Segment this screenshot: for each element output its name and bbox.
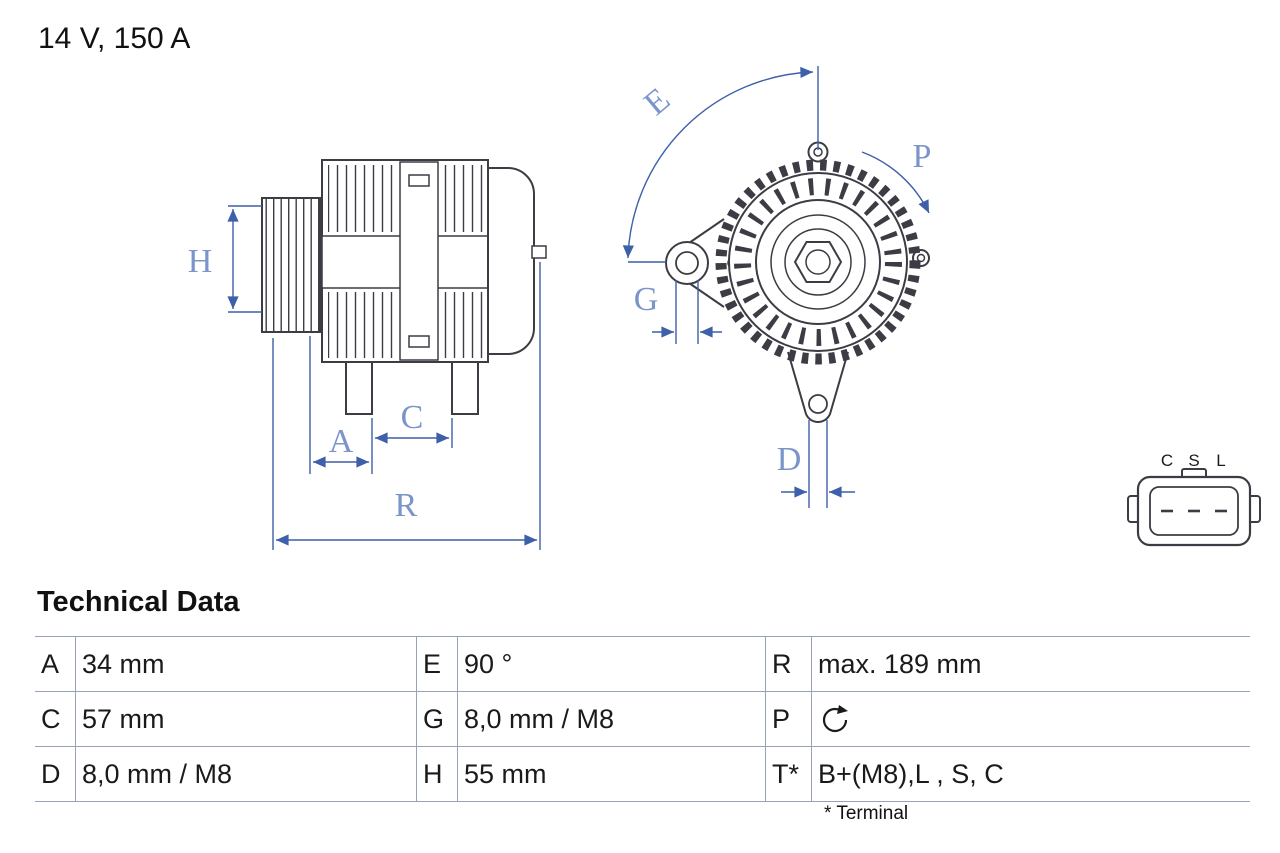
dim-label-e: E [637, 81, 677, 123]
table-value-t: B+(M8),L , S, C [818, 758, 1004, 789]
connector-pin-label-l: L [1216, 451, 1225, 470]
table-value-a: 34 mm [76, 637, 417, 691]
table-value-r: max. 189 mm [818, 648, 982, 679]
dim-label-d: D [777, 441, 802, 478]
dimension-lines [227, 66, 930, 550]
dim-e-arc [622, 66, 814, 259]
table-key-e: E [417, 637, 458, 691]
table-key-t: T* [766, 747, 812, 801]
dim-label-c: C [401, 399, 424, 436]
alternator-side-view [261, 159, 547, 415]
table-value-h: 55 mm [458, 747, 766, 801]
table-row: C 57 mm G 8,0 mm / M8 P [35, 692, 1250, 747]
dimension-letters: H A C R E G D P [188, 81, 932, 524]
terminal-stud [531, 245, 547, 259]
left-lug-arm-bottom [688, 282, 725, 308]
connector-pin-labels: C S L [1161, 451, 1226, 470]
table-value-e: 90 ° [458, 637, 766, 691]
bottom-lug-hole [808, 394, 828, 414]
bottom-mounting-lug [787, 351, 849, 423]
technical-data-table: A 34 mm E 90 ° R max. 189 mm C 57 mm G 8… [35, 636, 1250, 802]
left-lug-hole [675, 251, 699, 275]
housing-seam [399, 161, 439, 361]
connector-pin-label-s: S [1188, 451, 1199, 470]
toothed-rim [715, 159, 921, 365]
tie-bolt-top [408, 174, 430, 187]
table-row: A 34 mm E 90 ° R max. 189 mm [35, 637, 1250, 692]
dim-label-h: H [188, 243, 213, 280]
page-title: 14 V, 150 A [38, 22, 191, 55]
table-key-h: H [417, 747, 458, 801]
table-key-a: A [35, 637, 76, 691]
alternator-front-view [665, 141, 930, 423]
connector-pin-label-c: C [1161, 451, 1173, 470]
dim-label-g: G [634, 281, 659, 318]
technical-data-heading: Technical Data [37, 586, 240, 618]
table-key-d: D [35, 747, 76, 801]
technical-drawing: H A C R E G D P C S L [188, 66, 1261, 550]
rotation-direction-clockwise-icon [822, 705, 848, 733]
shaft-center [805, 249, 831, 275]
tie-bolt-bottom [408, 335, 430, 348]
table-key-c: C [35, 692, 76, 746]
table-value-g: 8,0 mm / M8 [458, 692, 766, 746]
dim-label-a: A [329, 423, 354, 460]
rear-cover [487, 167, 535, 355]
table-value-c: 57 mm [76, 692, 417, 746]
dim-label-p: P [913, 138, 932, 175]
table-row: D 8,0 mm / M8 H 55 mm T* B+(M8),L , S, C [35, 747, 1250, 801]
table-key-g: G [417, 692, 458, 746]
table-key-r: R [766, 637, 812, 691]
dim-label-r: R [395, 487, 418, 524]
mounting-foot-front [345, 361, 373, 415]
stator-slots [734, 178, 902, 346]
table-value-d: 8,0 mm / M8 [76, 747, 417, 801]
terminal-footnote: * Terminal [824, 803, 909, 824]
mounting-foot-rear [451, 361, 479, 415]
connector-drawing [1127, 468, 1261, 547]
right-ear-hole [916, 253, 926, 263]
pulley [261, 197, 321, 333]
table-key-p: P [766, 692, 812, 746]
table-value-p [812, 692, 1250, 746]
dim-p-rotation-arrow [861, 151, 930, 214]
